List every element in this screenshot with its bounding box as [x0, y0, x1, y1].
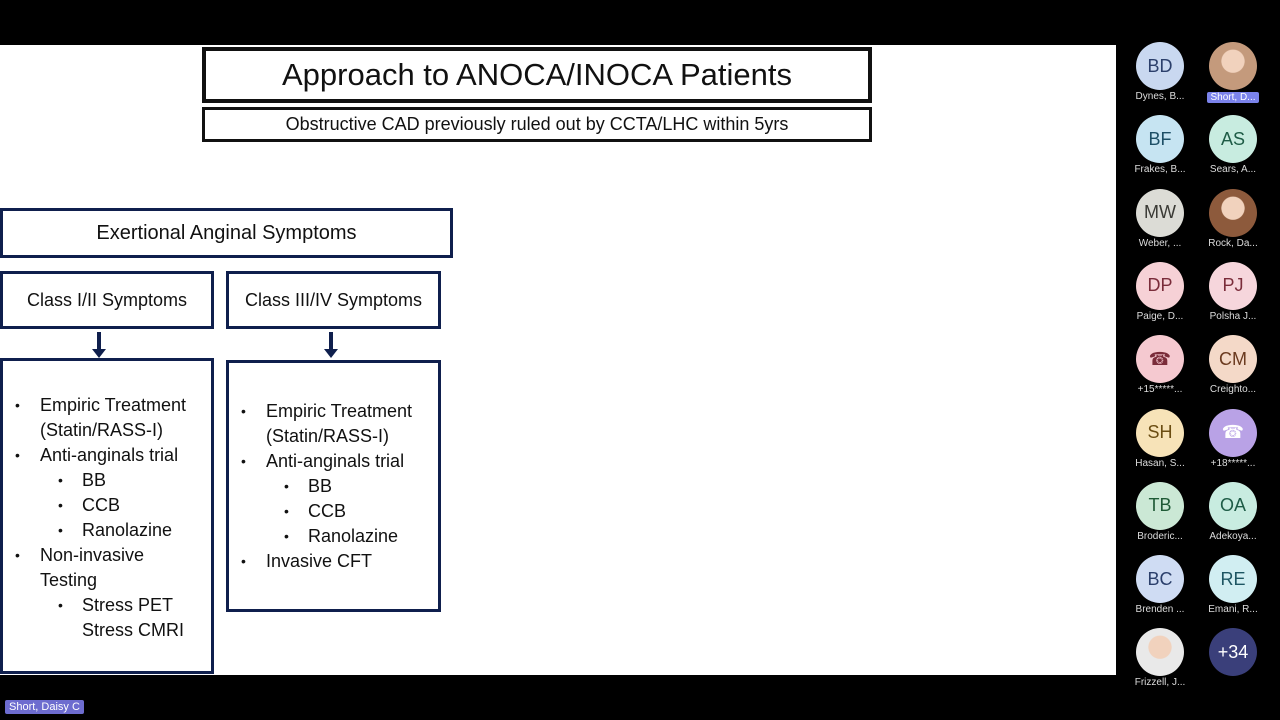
- participant-name: Short, D...: [1207, 92, 1259, 103]
- list-item: Invasive CFT: [232, 549, 437, 574]
- participant-avatar: OA: [1209, 481, 1257, 530]
- participant-name: Sears, A...: [1209, 164, 1257, 176]
- slide-title: Approach to ANOCA/INOCA Patients: [202, 47, 872, 103]
- presenter-name-tag: Short, Daisy C: [5, 700, 84, 714]
- list-item: BB: [232, 474, 437, 499]
- participant-avatar: CM: [1209, 335, 1257, 384]
- participant-avatar: PJ: [1209, 261, 1257, 310]
- participant-avatar: AS: [1209, 115, 1257, 164]
- list-item: Anti-anginals trial: [6, 443, 211, 468]
- participant-tile[interactable]: Short, D...: [1196, 42, 1270, 108]
- participant-name: Weber, ...: [1138, 237, 1182, 249]
- list-item: BB: [6, 468, 211, 493]
- participant-photo: [1209, 42, 1257, 90]
- participant-tile[interactable]: +34: [1196, 628, 1270, 694]
- class-3-4-box: Class III/IV Symptoms: [226, 271, 441, 329]
- list-item: Ranolazine: [6, 518, 211, 543]
- participant-avatar: TB: [1136, 481, 1184, 530]
- participant-avatar: RE: [1209, 555, 1257, 604]
- phone-icon: ☎: [1136, 335, 1184, 384]
- list-item: Testing: [40, 570, 98, 590]
- exertional-symptoms-box: Exertional Anginal Symptoms: [0, 208, 453, 258]
- participant-tile[interactable]: Frizzell, J...: [1123, 628, 1197, 694]
- participant-name: Brenden ...: [1135, 604, 1185, 616]
- participant-photo: [1209, 188, 1257, 237]
- participant-name: +18*****...: [1210, 457, 1256, 469]
- class-1-2-box: Class I/II Symptoms: [0, 271, 214, 329]
- participant-avatar: +34: [1209, 628, 1257, 677]
- participant-avatar: BF: [1136, 115, 1184, 164]
- participant-name: Rock, Da...: [1208, 237, 1258, 249]
- arrow-down-icon: [92, 332, 106, 358]
- participant-avatar: MW: [1136, 188, 1184, 237]
- arrow-down-icon: [324, 332, 338, 358]
- participant-avatar: DP: [1136, 261, 1184, 310]
- participant-name: Emani, R...: [1208, 604, 1258, 616]
- slide-subtitle: Obstructive CAD previously ruled out by …: [202, 107, 872, 142]
- list-item: Empiric Treatment: [232, 399, 437, 424]
- participant-tile[interactable]: ☎+18*****...: [1196, 408, 1270, 475]
- participant-avatar: BC: [1136, 555, 1184, 604]
- participant-name: Dynes, B...: [1135, 91, 1185, 102]
- participant-name: Creighto...: [1209, 384, 1257, 396]
- participant-name: Adekoya...: [1209, 530, 1257, 542]
- list-item: (Statin/RASS-I): [266, 426, 390, 446]
- participant-avatar: SH: [1136, 408, 1184, 457]
- list-item: Anti-anginals trial: [232, 449, 437, 474]
- list-item: Stress CMRI: [82, 620, 185, 640]
- list-item: (Statin/RASS-I): [40, 420, 164, 440]
- list-item: Stress PET: [6, 593, 211, 618]
- participant-tile[interactable]: Rock, Da...: [1196, 188, 1270, 255]
- list-item: CCB: [232, 499, 437, 524]
- phone-icon: ☎: [1209, 408, 1257, 457]
- participant-name: Broderic...: [1137, 530, 1183, 542]
- participant-name: Hasan, S...: [1135, 457, 1185, 469]
- participant-tile[interactable]: ☎+15*****...: [1123, 335, 1197, 401]
- participant-name: Frakes, B...: [1134, 164, 1186, 176]
- list-item: Empiric Treatment: [6, 393, 211, 418]
- list-item: CCB: [6, 493, 211, 518]
- participant-name: Paige, D...: [1136, 310, 1184, 322]
- class-1-2-treatment-list: Empiric Treatment(Statin/RASS-I) Anti-ang…: [0, 358, 214, 674]
- participant-name: Frizzell, J...: [1134, 677, 1186, 689]
- participant-name: Polsha J...: [1209, 310, 1257, 322]
- participant-avatar: BD: [1136, 42, 1184, 90]
- class-3-4-treatment-list: Empiric Treatment(Statin/RASS-I) Anti-ang…: [226, 360, 441, 612]
- list-item: Non-invasive: [6, 543, 211, 568]
- participant-photo: [1136, 628, 1184, 677]
- participant-name: +15*****...: [1137, 384, 1183, 396]
- list-item: Ranolazine: [232, 524, 437, 549]
- shared-slide: Approach to ANOCA/INOCA Patients Obstruc…: [0, 45, 1116, 675]
